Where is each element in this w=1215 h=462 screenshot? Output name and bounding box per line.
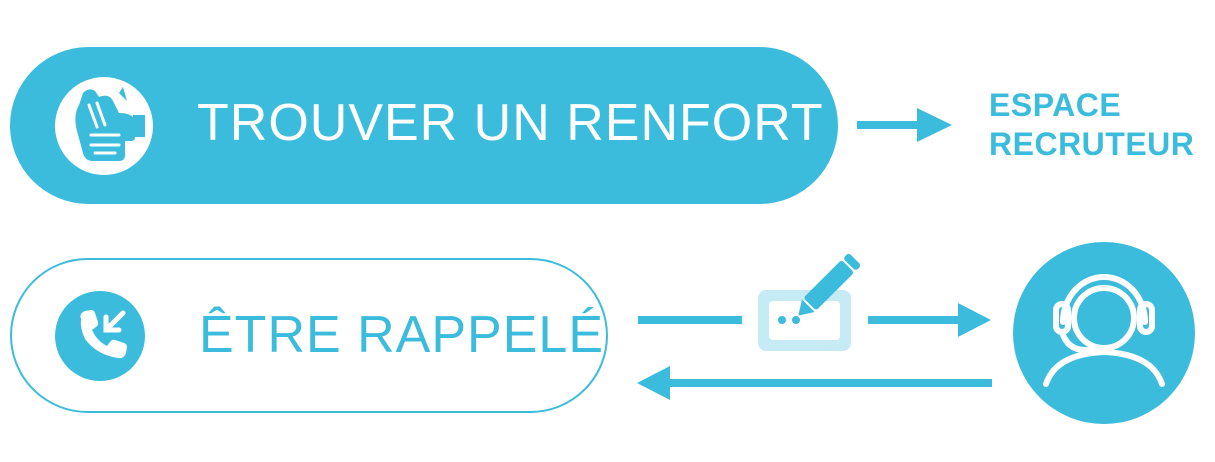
- headset-agent-icon: [1013, 242, 1195, 424]
- arrow-return: [637, 366, 992, 400]
- recruiter-space-line1: ESPACE: [989, 87, 1122, 123]
- form-edit-icon: [758, 253, 861, 351]
- arrow-to-agent: [638, 303, 991, 337]
- find-reinforcement-label: TROUVER UN RENFORT: [197, 94, 824, 152]
- callback-label: ÊTRE RAPPELÉ: [199, 306, 605, 364]
- helping-hand-icon: [53, 75, 155, 177]
- arrow-to-espace: [857, 108, 952, 142]
- recruiter-space-line2: RECRUTEUR: [989, 126, 1195, 162]
- callback-button[interactable]: ÊTRE RAPPELÉ: [10, 258, 608, 413]
- find-reinforcement-button[interactable]: TROUVER UN RENFORT: [10, 47, 838, 204]
- incoming-call-icon: [55, 291, 145, 381]
- recruiter-space-link[interactable]: ESPACE RECRUTEUR: [989, 86, 1194, 164]
